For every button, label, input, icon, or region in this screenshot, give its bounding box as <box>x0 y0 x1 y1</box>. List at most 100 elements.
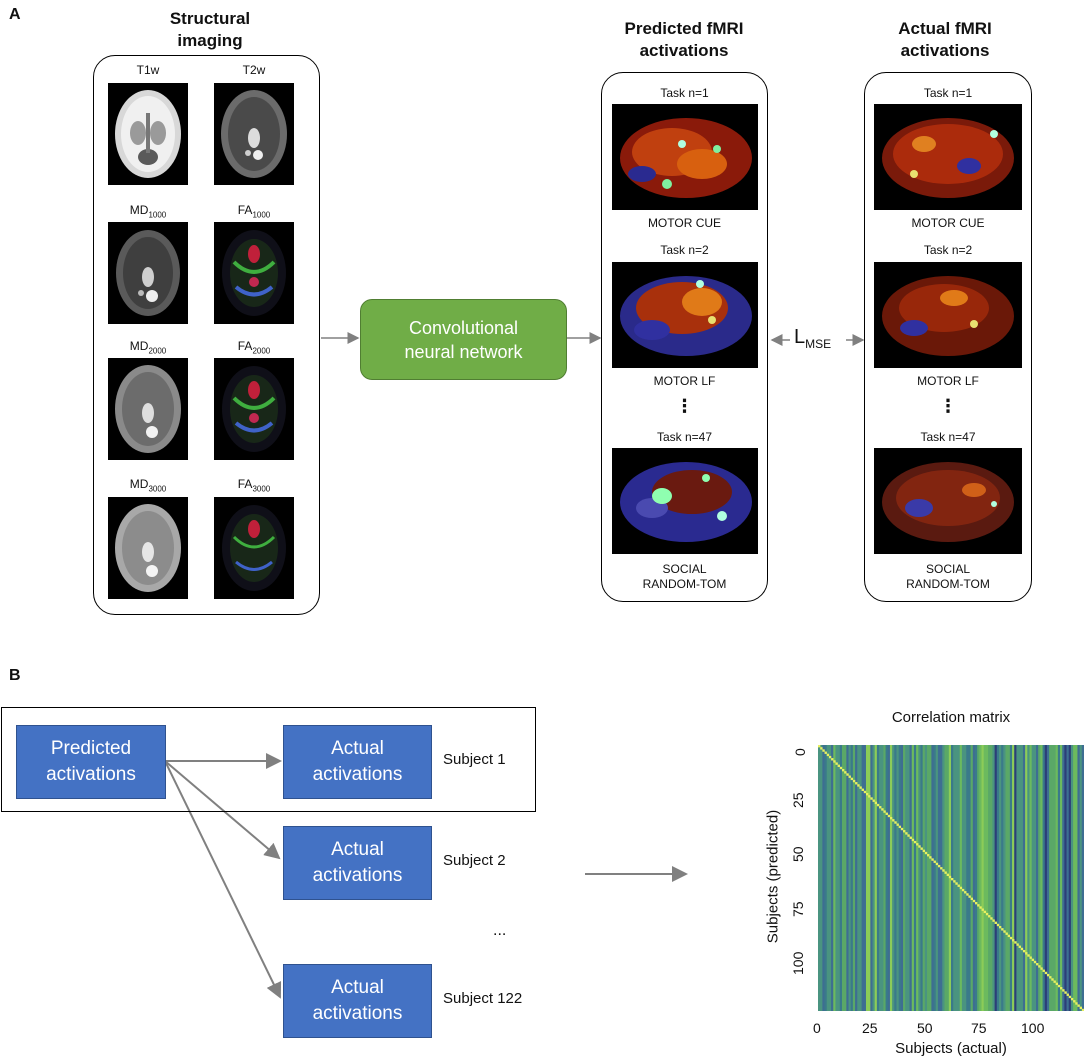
matrix-diagonal-cell <box>1025 952 1028 955</box>
loss-sub: MSE <box>805 337 832 351</box>
act-task2-caption: MOTOR LF <box>917 374 979 388</box>
matrix-column <box>839 745 843 1011</box>
matrix-diagonal-cell <box>953 880 956 883</box>
matrix-diagonal-cell <box>876 803 880 807</box>
matrix-diagonal-cell <box>1014 941 1017 944</box>
pred-task2-label: Task n=2 <box>660 243 709 257</box>
matrix-column <box>1036 745 1039 1011</box>
matrix-column <box>979 745 982 1011</box>
matrix-column <box>1051 745 1054 1011</box>
matrix-diagonal-cell <box>994 921 997 924</box>
matrix-diagonal-cell <box>942 869 945 872</box>
fa3000-label: FA3000 <box>237 477 271 494</box>
matrix-diagonal-cell <box>894 821 897 824</box>
matrix-column <box>835 745 839 1011</box>
matrix-diagonal-cell <box>820 747 823 750</box>
matrix-column <box>988 745 991 1011</box>
matrix-diagonal-cell <box>846 773 849 776</box>
matrix-diagonal-cell <box>970 897 973 900</box>
correlation-matrix <box>818 745 1084 1011</box>
matrix-diagonal-cell <box>946 873 950 877</box>
matrix-column <box>953 745 956 1011</box>
matrix-diagonal-cell <box>887 814 891 818</box>
xtick-50: 50 <box>917 1020 933 1036</box>
matrix-diagonal-cell <box>872 799 875 802</box>
matrix-column <box>959 745 963 1011</box>
matrix-column <box>1073 745 1076 1011</box>
matrix-diagonal-cell <box>990 917 993 920</box>
pred-task47-label: Task n=47 <box>656 430 713 444</box>
matrix-diagonal-cell <box>985 912 989 916</box>
matrix-diagonal-cell <box>927 854 930 857</box>
matrix-diagonal-cell <box>1027 954 1030 957</box>
matrix-diagonal-cell <box>848 775 851 778</box>
subject-1-label: Subject 1 <box>443 751 506 768</box>
matrix-column <box>937 745 941 1011</box>
matrix-diagonal-cell <box>1070 997 1074 1001</box>
matrix-diagonal-cell <box>831 758 834 761</box>
matrix-ylabel: Subjects (predicted) <box>764 809 782 944</box>
act-task47-caption-line1: SOCIAL <box>925 562 970 576</box>
matrix-diagonal-cell <box>924 851 928 855</box>
panel-b-label: B <box>9 667 21 684</box>
loss-main: L <box>794 326 806 348</box>
matrix-diagonal-cell <box>1046 973 1050 977</box>
matrix-column <box>1038 745 1041 1011</box>
matrix-column <box>996 745 1000 1011</box>
predicted-activations-box: Predicted activations <box>16 725 166 799</box>
matrix-diagonal-cell <box>1020 947 1024 951</box>
matrix-diagonal-cell <box>907 834 910 837</box>
matrix-diagonal-cell <box>1016 943 1019 946</box>
pred-task1-caption: MOTOR CUE <box>647 216 722 230</box>
matrix-diagonal-cell <box>892 819 895 822</box>
actual-activations-122-line1: Actual <box>331 977 384 998</box>
matrix-column <box>1068 745 1072 1011</box>
matrix-diagonal-cell <box>961 888 965 892</box>
matrix-column <box>1007 745 1011 1011</box>
matrix-column <box>1025 745 1028 1011</box>
matrix-column <box>848 745 852 1011</box>
matrix-diagonal-cell <box>896 823 899 826</box>
matrix-diagonal-cell <box>865 792 869 796</box>
matrix-diagonal-cell <box>1073 1000 1076 1003</box>
matrix-column <box>894 745 897 1011</box>
matrix-column <box>876 745 880 1011</box>
matrix-diagonal-cell <box>933 860 936 863</box>
matrix-diagonal-cell <box>1007 934 1011 938</box>
structural-title-line1: Structural <box>169 9 251 28</box>
loss-label: LMSE <box>794 326 831 351</box>
matrix-column <box>1049 745 1052 1011</box>
t1w-label: T1w <box>136 63 160 77</box>
matrix-diagonal-cell <box>940 867 943 870</box>
act-brain-47 <box>874 448 1022 554</box>
matrix-column <box>942 745 945 1011</box>
matrix-diagonal-cell <box>898 825 902 829</box>
matrix-column <box>1044 745 1048 1011</box>
matrix-column <box>881 745 884 1011</box>
matrix-column <box>855 745 858 1011</box>
matrix-diagonal-cell <box>868 795 871 798</box>
ytick-25: 25 <box>790 792 806 808</box>
matrix-column <box>1070 745 1074 1011</box>
matrix-column <box>974 745 978 1011</box>
matrix-diagonal-cell <box>1053 980 1056 983</box>
act-brain-2 <box>874 262 1022 368</box>
matrix-diagonal-cell <box>1044 971 1048 975</box>
matrix-diagonal-cell <box>1081 1008 1084 1011</box>
matrix-column <box>837 745 841 1011</box>
matrix-diagonal-cell <box>841 768 845 772</box>
matrix-column <box>824 745 828 1011</box>
actual-activations-box-122: Actual activations <box>283 964 432 1038</box>
matrix-diagonal-cell <box>1062 989 1065 992</box>
pred-brain-1 <box>612 104 758 210</box>
matrix-column <box>863 745 867 1011</box>
matrix-xlabel: Subjects (actual) <box>895 1040 1007 1057</box>
matrix-diagonal-cell <box>1001 928 1004 931</box>
matrix-diagonal-cell <box>1051 978 1054 981</box>
act-ellipsis: ⋮ <box>939 396 957 416</box>
matrix-diagonal-cell <box>824 751 827 754</box>
matrix-column <box>1077 745 1081 1011</box>
actual-activations-box-1: Actual activations <box>283 725 432 799</box>
matrix-diagonal-cell <box>826 753 830 757</box>
matrix-column <box>957 745 961 1011</box>
